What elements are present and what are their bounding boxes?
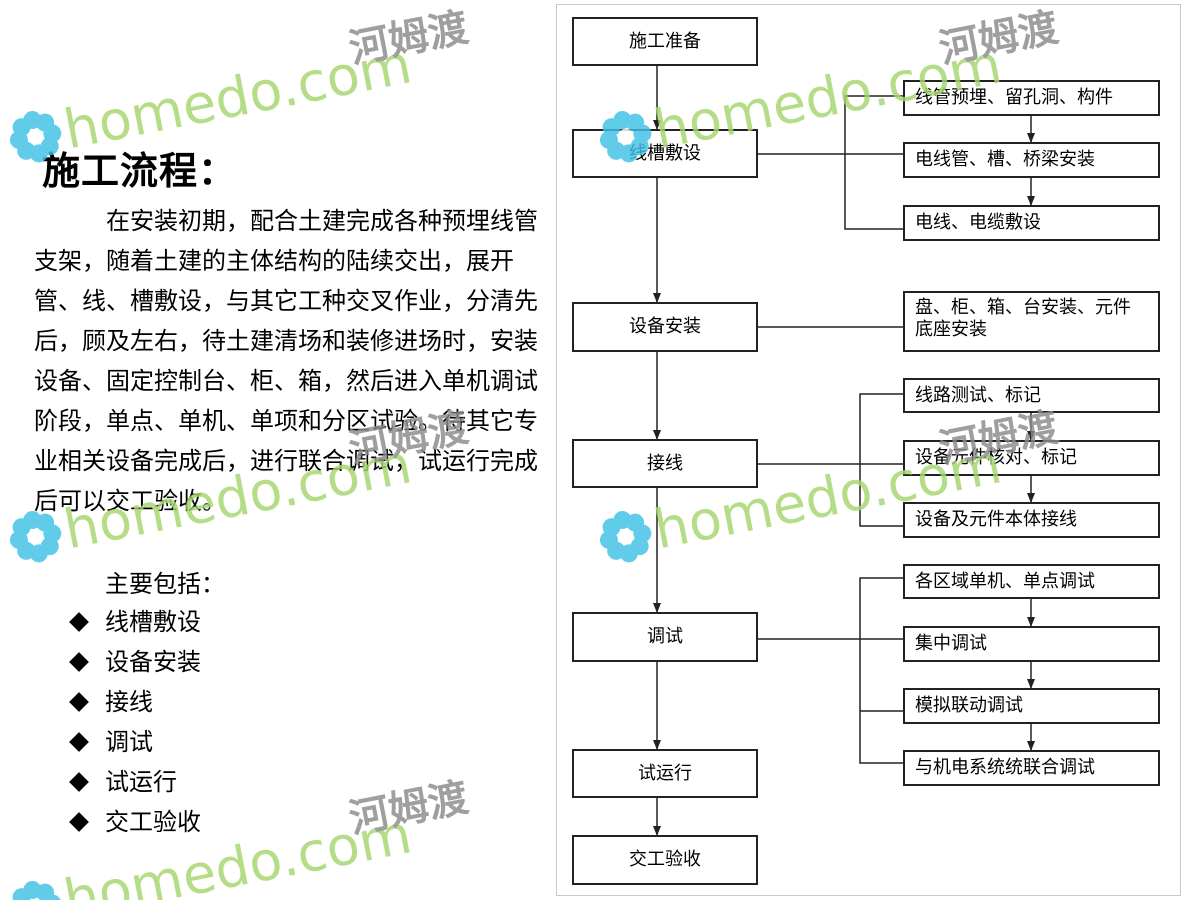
list-item-label: 接线	[105, 688, 153, 716]
list-item-label: 试运行	[105, 768, 177, 796]
list-item-label: 调试	[105, 728, 153, 756]
flow-connector	[859, 393, 903, 527]
list-item-label: 线槽敷设	[105, 608, 201, 636]
list-item: 调试	[69, 722, 201, 762]
page-title: 施工流程：	[42, 149, 238, 193]
list-item: 接线	[69, 682, 201, 722]
flow-substep: 电线、电缆敷设	[903, 205, 1160, 241]
flow-step-wiring: 接线	[572, 439, 758, 488]
flow-substep: 与机电系统统联合调试	[903, 750, 1160, 786]
flow-connector	[844, 95, 903, 230]
items-intro: 主要包括：	[105, 570, 225, 598]
list-item: 设备安装	[69, 642, 201, 682]
flowchart-frame	[556, 4, 1181, 896]
flow-step-debug: 调试	[572, 612, 758, 662]
flow-step-equipment: 设备安装	[572, 302, 758, 352]
list-item-label: 交工验收	[105, 808, 201, 836]
flow-substep: 模拟联动调试	[903, 688, 1160, 724]
flow-connector	[859, 577, 903, 764]
list-item-label: 设备安装	[105, 648, 201, 676]
flow-step-trial-run: 试运行	[572, 749, 758, 798]
flow-substep: 设备及元件本体接线	[903, 502, 1160, 538]
list-item: 试运行	[69, 762, 201, 802]
flow-substep: 电线管、槽、桥梁安装	[903, 142, 1160, 178]
list-item: 交工验收	[69, 802, 201, 842]
paragraph-text: 在安装初期，配合土建完成各种预埋线管支架，随着土建的主体结构的陆续交出，展开管、…	[34, 207, 538, 515]
flow-substep: 集中调试	[903, 626, 1160, 662]
description-paragraph: 在安装初期，配合土建完成各种预埋线管支架，随着土建的主体结构的陆续交出，展开管、…	[34, 201, 544, 521]
flow-step-handover: 交工验收	[572, 835, 758, 885]
flow-substep: 盘、柜、箱、台安装、元件底座安装	[903, 291, 1160, 352]
flow-substep: 设备元件核对、标记	[903, 440, 1160, 476]
flow-substep: 各区域单机、单点调试	[903, 564, 1160, 599]
items-list: 线槽敷设 设备安装 接线 调试 试运行 交工验收	[69, 602, 201, 842]
flow-substep: 线管预埋、留孔洞、构件	[903, 80, 1160, 116]
flow-step-trunking: 线槽敷设	[572, 129, 758, 178]
flow-substep: 线路测试、标记	[903, 378, 1160, 413]
list-item: 线槽敷设	[69, 602, 201, 642]
flow-step-prep: 施工准备	[572, 17, 758, 66]
